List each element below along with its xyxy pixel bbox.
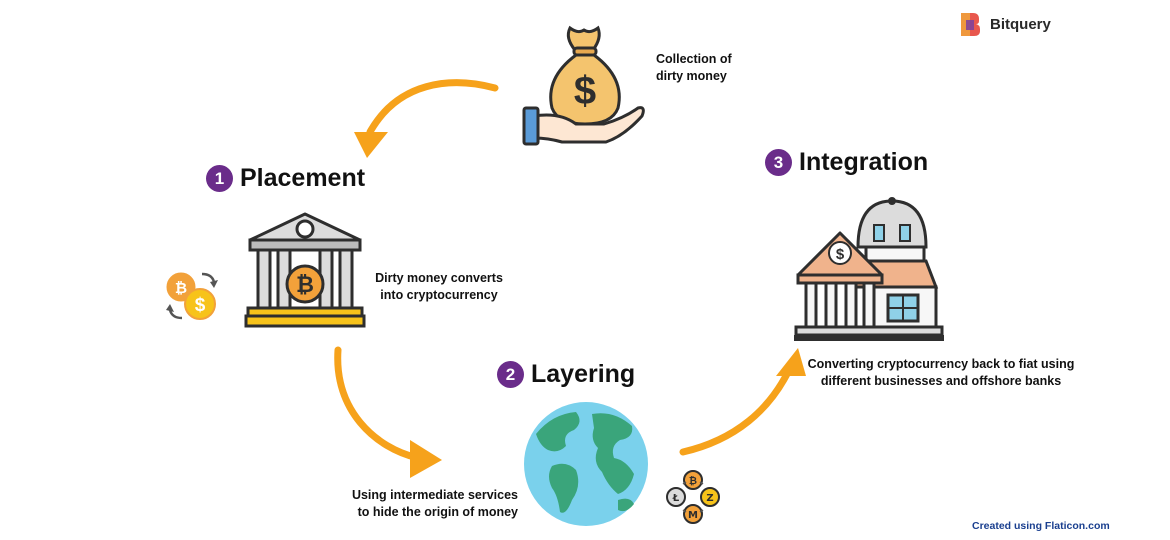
bitquery-logo-icon [961,13,980,36]
arrow-collection-to-placement [366,79,499,136]
svg-text:$: $ [836,246,845,263]
step-number-1: 1 [206,165,233,192]
brand-name: Bitquery [990,15,1051,33]
flaticon-credit: Created using Flaticon.com [972,520,1110,532]
integration-title-text: Integration [799,148,929,176]
brand-logo: Bitquery [958,11,1051,37]
arrowhead-placement [354,132,388,158]
svg-text:$: $ [195,295,206,316]
arrowhead-layering [410,440,442,478]
bank-with-bitcoin-icon: ₿ [244,212,366,328]
arrow-layering-to-integration [679,364,794,456]
crypto-coins-mix-icon: ₿ Ł Z M [666,470,720,524]
coin-exchange-icon: ₿ $ [166,272,218,320]
svg-text:Z: Z [706,493,713,504]
svg-text:₿: ₿ [296,273,314,298]
integration-title: 3 Integration [765,148,928,177]
svg-text:Ł: Ł [672,493,680,504]
arrowhead-integration [776,348,806,376]
svg-text:M: M [688,510,698,521]
placement-title-text: Placement [240,164,366,192]
collection-caption: Collection of dirty money [656,52,732,83]
offshore-bank-building-icon: $ [794,197,944,341]
step-number-3: 3 [765,149,792,176]
layering-title-text: Layering [531,360,636,388]
svg-text:$: $ [574,69,596,113]
money-bag-on-hand-icon: $ [522,25,645,146]
placement-caption: Dirty money converts into cryptocurrency [375,271,503,302]
integration-caption: Converting cryptocurrency back to fiat u… [807,357,1075,388]
layering-caption: Using intermediate services to hide the … [351,488,518,519]
svg-text:₿: ₿ [689,475,697,487]
placement-title: 1 Placement [206,164,365,193]
globe-icon [524,402,648,526]
layering-title: 2 Layering [497,360,635,389]
svg-text:₿: ₿ [175,279,187,297]
step-number-2: 2 [497,361,524,388]
arrow-placement-to-layering [334,346,422,462]
